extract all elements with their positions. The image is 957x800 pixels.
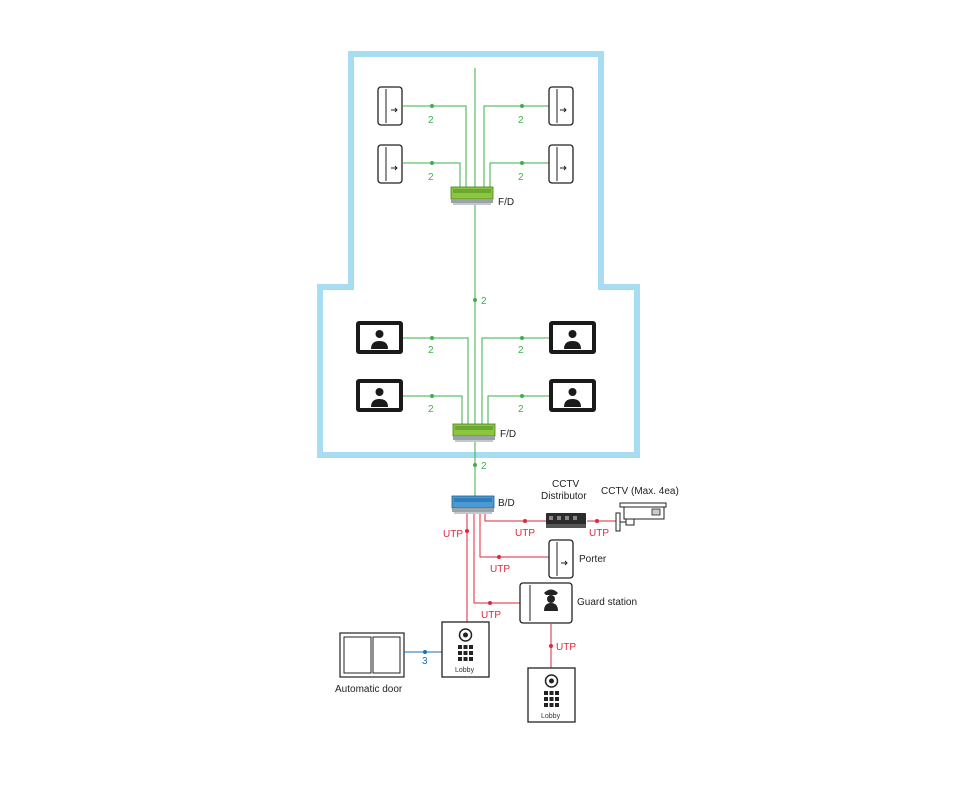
automatic-door-icon — [339, 632, 405, 678]
utp-label: UTP — [490, 564, 510, 575]
video-monitor-icon — [356, 321, 403, 354]
keypad-icon — [458, 645, 473, 661]
riser-wire-dot — [473, 463, 477, 467]
upper-floor-wiring — [403, 68, 549, 188]
wire-count-label: 2 — [518, 172, 524, 183]
bd-label: B/D — [498, 498, 515, 509]
wire-count-label: 2 — [428, 404, 434, 415]
porter-label: Porter — [579, 554, 607, 565]
interphone-handset-icon — [377, 144, 403, 184]
lobby-panel-bottom: Lobby — [527, 667, 576, 723]
guard-station — [519, 582, 573, 624]
building-distributor — [451, 495, 495, 514]
keypad-icon — [544, 691, 559, 707]
utp-label: UTP — [589, 528, 609, 539]
fd-lower-label: F/D — [500, 429, 516, 440]
utp-label: UTP — [481, 610, 501, 621]
cctv-camera-icon — [615, 502, 667, 532]
guard-station-label: Guard station — [577, 597, 637, 608]
door-wire-dot — [423, 650, 427, 654]
floor-distributor-lower — [452, 423, 496, 442]
cctv-distributor-label: Distributor — [541, 491, 587, 502]
wire-count-label: 2 — [481, 296, 487, 307]
interphone-handset-icon — [548, 144, 574, 184]
fd-upper-label: F/D — [498, 197, 514, 208]
wire-count-label: 2 — [428, 172, 434, 183]
riser-wire-dot — [473, 298, 477, 302]
utp-wire-dots — [465, 519, 599, 648]
lobby-panel-left: Lobby — [441, 621, 490, 678]
wire-count-label: 2 — [518, 404, 524, 415]
video-monitor-icon — [549, 379, 596, 412]
floor-distributor-upper — [450, 186, 494, 205]
cctv-distributor — [546, 513, 586, 528]
building-outline — [317, 51, 640, 458]
wire-count-label: 2 — [518, 345, 524, 356]
utp-label: UTP — [443, 529, 463, 540]
interphone-handset-icon — [377, 86, 403, 126]
utp-label: UTP — [515, 528, 535, 539]
wire-count-label: 2 — [428, 345, 434, 356]
cctv-distributor-label: CCTV — [552, 479, 580, 490]
lower-floor-wiring — [403, 337, 549, 425]
door-wire-count-label: 3 — [422, 656, 428, 667]
lower-floor-wire-dots — [430, 336, 524, 398]
automatic-door-label: Automatic door — [335, 684, 403, 695]
lobby-panel-label: Lobby — [541, 713, 561, 720]
video-monitor-icon — [356, 379, 403, 412]
porter-handset-icon — [548, 539, 574, 579]
lobby-panel-label: Lobby — [455, 667, 475, 674]
utp-label: UTP — [556, 642, 576, 653]
wire-count-label: 2 — [428, 115, 434, 126]
upper-floor-wire-dots — [430, 104, 524, 165]
cctv-camera-label: CCTV (Max. 4ea) — [601, 486, 679, 497]
guard-icon — [544, 589, 558, 611]
video-monitor-icon — [549, 321, 596, 354]
wire-count-label: 2 — [481, 461, 487, 472]
wire-count-label: 2 — [518, 115, 524, 126]
interphone-handset-icon — [548, 86, 574, 126]
